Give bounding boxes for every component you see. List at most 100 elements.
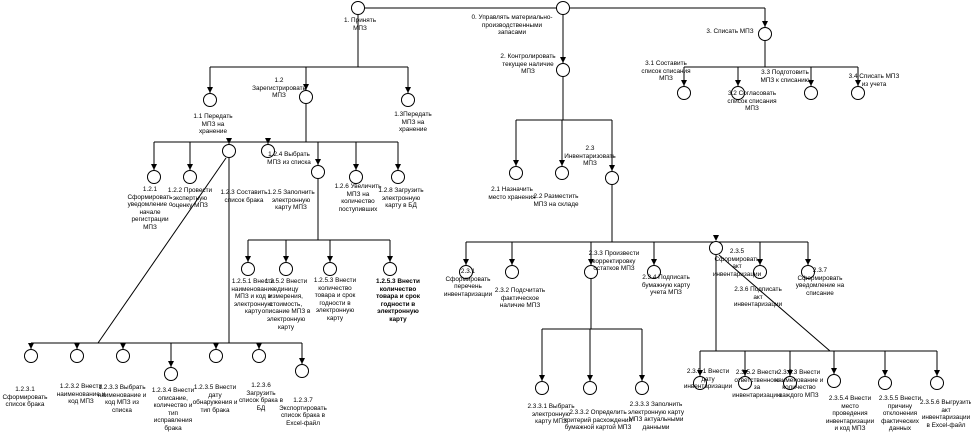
node-label-n2-3-5-3: 2.3.5.3 Внести наименование и количество…	[774, 369, 824, 399]
node-label-n2-3-1: 2.3.1 Сформировать перечень инвентаризац…	[443, 268, 493, 298]
node-label-n1-2-5-2: 1.2.5.2 Внести единицу измерения, стоимо…	[261, 278, 311, 331]
arrowhead	[588, 259, 594, 265]
arrowhead	[303, 84, 309, 90]
connector-slant	[97, 157, 227, 344]
arrowhead	[697, 370, 703, 376]
arrowhead	[757, 259, 763, 265]
node-label-n1-2-5-3: 1.2.5.3 Внести количество товара и срок …	[313, 277, 357, 322]
node-label-n2-3-5-2: 2.3.5.2 Внести ответственного за инвента…	[732, 369, 782, 399]
arrowhead	[353, 164, 359, 170]
node-n2-3-5-2	[738, 376, 752, 390]
arrowhead	[639, 375, 645, 381]
node-n2-3-7	[801, 265, 815, 279]
arrowhead	[151, 164, 157, 170]
arrowhead	[681, 80, 687, 86]
node-label-n2-3-5: 2.3.5 Сформировать акт инвентаризации	[712, 248, 762, 278]
node-n1-2-3-3	[116, 349, 130, 363]
node-label-n2-3-5-4: 2.3.5.4 Внести место проведения инвентар…	[825, 395, 875, 433]
node-n2-3-5-1	[693, 376, 707, 390]
node-n2-3-6	[753, 265, 767, 279]
node-n1-2-3-5	[209, 349, 223, 363]
node-n1-2-3	[222, 144, 236, 158]
node-label-n1-2-3-4: 1.2.3.4 Внести описание, количество и ти…	[151, 387, 195, 432]
arrowhead	[509, 259, 515, 265]
arrowhead	[855, 80, 861, 86]
node-n2-3-3-2	[583, 381, 597, 395]
node-n1	[351, 1, 365, 15]
arrowhead	[808, 80, 814, 86]
arrowhead	[405, 87, 411, 93]
node-label-n2-1: 2.1 Назначить место хранения	[488, 186, 536, 201]
node-n1-2-5-3	[323, 262, 337, 276]
node-label-n1-2-6: 1.2.6 Увеличить МПЗ на количество поступ…	[334, 183, 382, 213]
node-n1-2-3-6	[252, 349, 266, 363]
node-label-n2-3-7: 2.3.7 Сформировать уведомление на списан…	[795, 267, 845, 297]
node-n1-2-3-4	[164, 367, 178, 381]
node-label-n2-3-6: 2.3.6 Подписать акт инвентаризации	[733, 286, 783, 309]
node-label-n1-2-3-3: 1.2.3.3 Выбрать наименование и код МПЗ и…	[97, 384, 147, 414]
node-n2-3-5-5	[878, 376, 892, 390]
node-label-n2-3-4: 2.3.4 Подписать бумажную карту учета МПЗ	[641, 274, 691, 297]
node-n2-3-5-4	[827, 374, 841, 388]
node-n2-3-3-3	[635, 381, 649, 395]
arrowhead	[245, 256, 251, 262]
node-label-n2-3-3: 2.3.3 Произвести корректировку остатков …	[588, 250, 640, 273]
node-label-n3-2: 3.2 Согласовать список списания МПЗ	[727, 90, 777, 113]
node-n2-3-3	[584, 265, 598, 279]
node-label-n3-1: 3.1 Составить список списания МПЗ	[641, 60, 691, 83]
arrowhead	[882, 370, 888, 376]
node-label-n1-2-1: 1.2.1 Сформировать уведомление о начале …	[127, 186, 173, 231]
arrowhead	[120, 343, 126, 349]
node-label-n1-2-4: 1.2.4 Выбрать МПЗ из списка	[267, 151, 311, 166]
arrowhead	[213, 343, 219, 349]
node-n1-1	[203, 93, 217, 107]
node-label-n1-2-2: 1.2.2 Провести экспертную оценку МПЗ	[167, 187, 213, 210]
node-n1-2-4	[261, 144, 275, 158]
node-label-n2-3-3-2: 2.3.3.2 Определить критерий расхождения …	[564, 409, 632, 432]
arrowhead	[299, 358, 305, 364]
arrowhead	[463, 259, 469, 265]
node-label-n1-2-3-6: 1.2.3.6 Загрузить список брака в БД	[238, 382, 284, 412]
node-label-n3-3: 3.3 Подготовить МПЗ к списанию	[760, 69, 810, 84]
node-label-n2-3-3-1: 2.3.3.1 Выбрать электронную карту МПЗ	[527, 403, 575, 426]
arrowhead	[735, 80, 741, 86]
node-label-n2-2: 2.2 Разместить МПЗ на складе	[533, 193, 579, 208]
node-label-n1: 1. Принять МПЗ	[343, 17, 377, 32]
arrowhead	[831, 368, 837, 374]
node-n1-2-2	[183, 170, 197, 184]
node-label-n1-2-5-1: 1.2.5.1 Внести наименование МПЗ и код в …	[231, 278, 275, 316]
node-n2-3	[605, 171, 619, 185]
arrowhead	[283, 256, 289, 262]
node-n3-4	[851, 86, 865, 100]
node-n2	[556, 63, 570, 77]
node-n1-2-1	[147, 170, 161, 184]
node-label-n1-2-3-5: 1.2.3.5 Внести дату обнаружения и тип бр…	[192, 384, 238, 414]
arrowhead	[187, 164, 193, 170]
arrowhead	[315, 159, 321, 165]
arrowhead	[587, 375, 593, 381]
node-n3-3	[804, 86, 818, 100]
node-n1-2-3-7	[295, 364, 309, 378]
node-label-n1-2: 1.2 Зарегистрировать МПЗ	[252, 77, 306, 100]
node-label-n2-3-3-3: 2.3.3.3 Заполнить электронную карту МПЗ …	[627, 401, 685, 431]
arrowhead	[513, 160, 519, 166]
node-label-n1-2-8: 1.2.8 Загрузить электронную карту в БД	[378, 187, 424, 210]
node-n2-3-1	[459, 265, 473, 279]
node-n1-2-6	[349, 170, 363, 184]
arrowhead	[226, 138, 232, 144]
arrowhead	[387, 256, 393, 262]
arrowhead	[651, 259, 657, 265]
node-label-n1-1: 1.1 Передать МПЗ на хранение	[193, 113, 233, 136]
arrowhead	[762, 21, 768, 27]
arrowhead	[805, 259, 811, 265]
node-n2-3-5-6	[930, 376, 944, 390]
node-n3	[758, 27, 772, 41]
node-label-n3: 3. Списать МПЗ	[706, 28, 754, 35]
node-label-n1-2-3-2: 1.2.3.2 Внести наименование и код МПЗ	[56, 383, 106, 406]
arrowhead	[559, 160, 565, 166]
node-n2-3-3-1	[535, 381, 549, 395]
node-label-n1-2-5: 1.2.5 Заполнить электронную карту МПЗ	[267, 189, 315, 212]
arrowhead	[560, 57, 566, 63]
